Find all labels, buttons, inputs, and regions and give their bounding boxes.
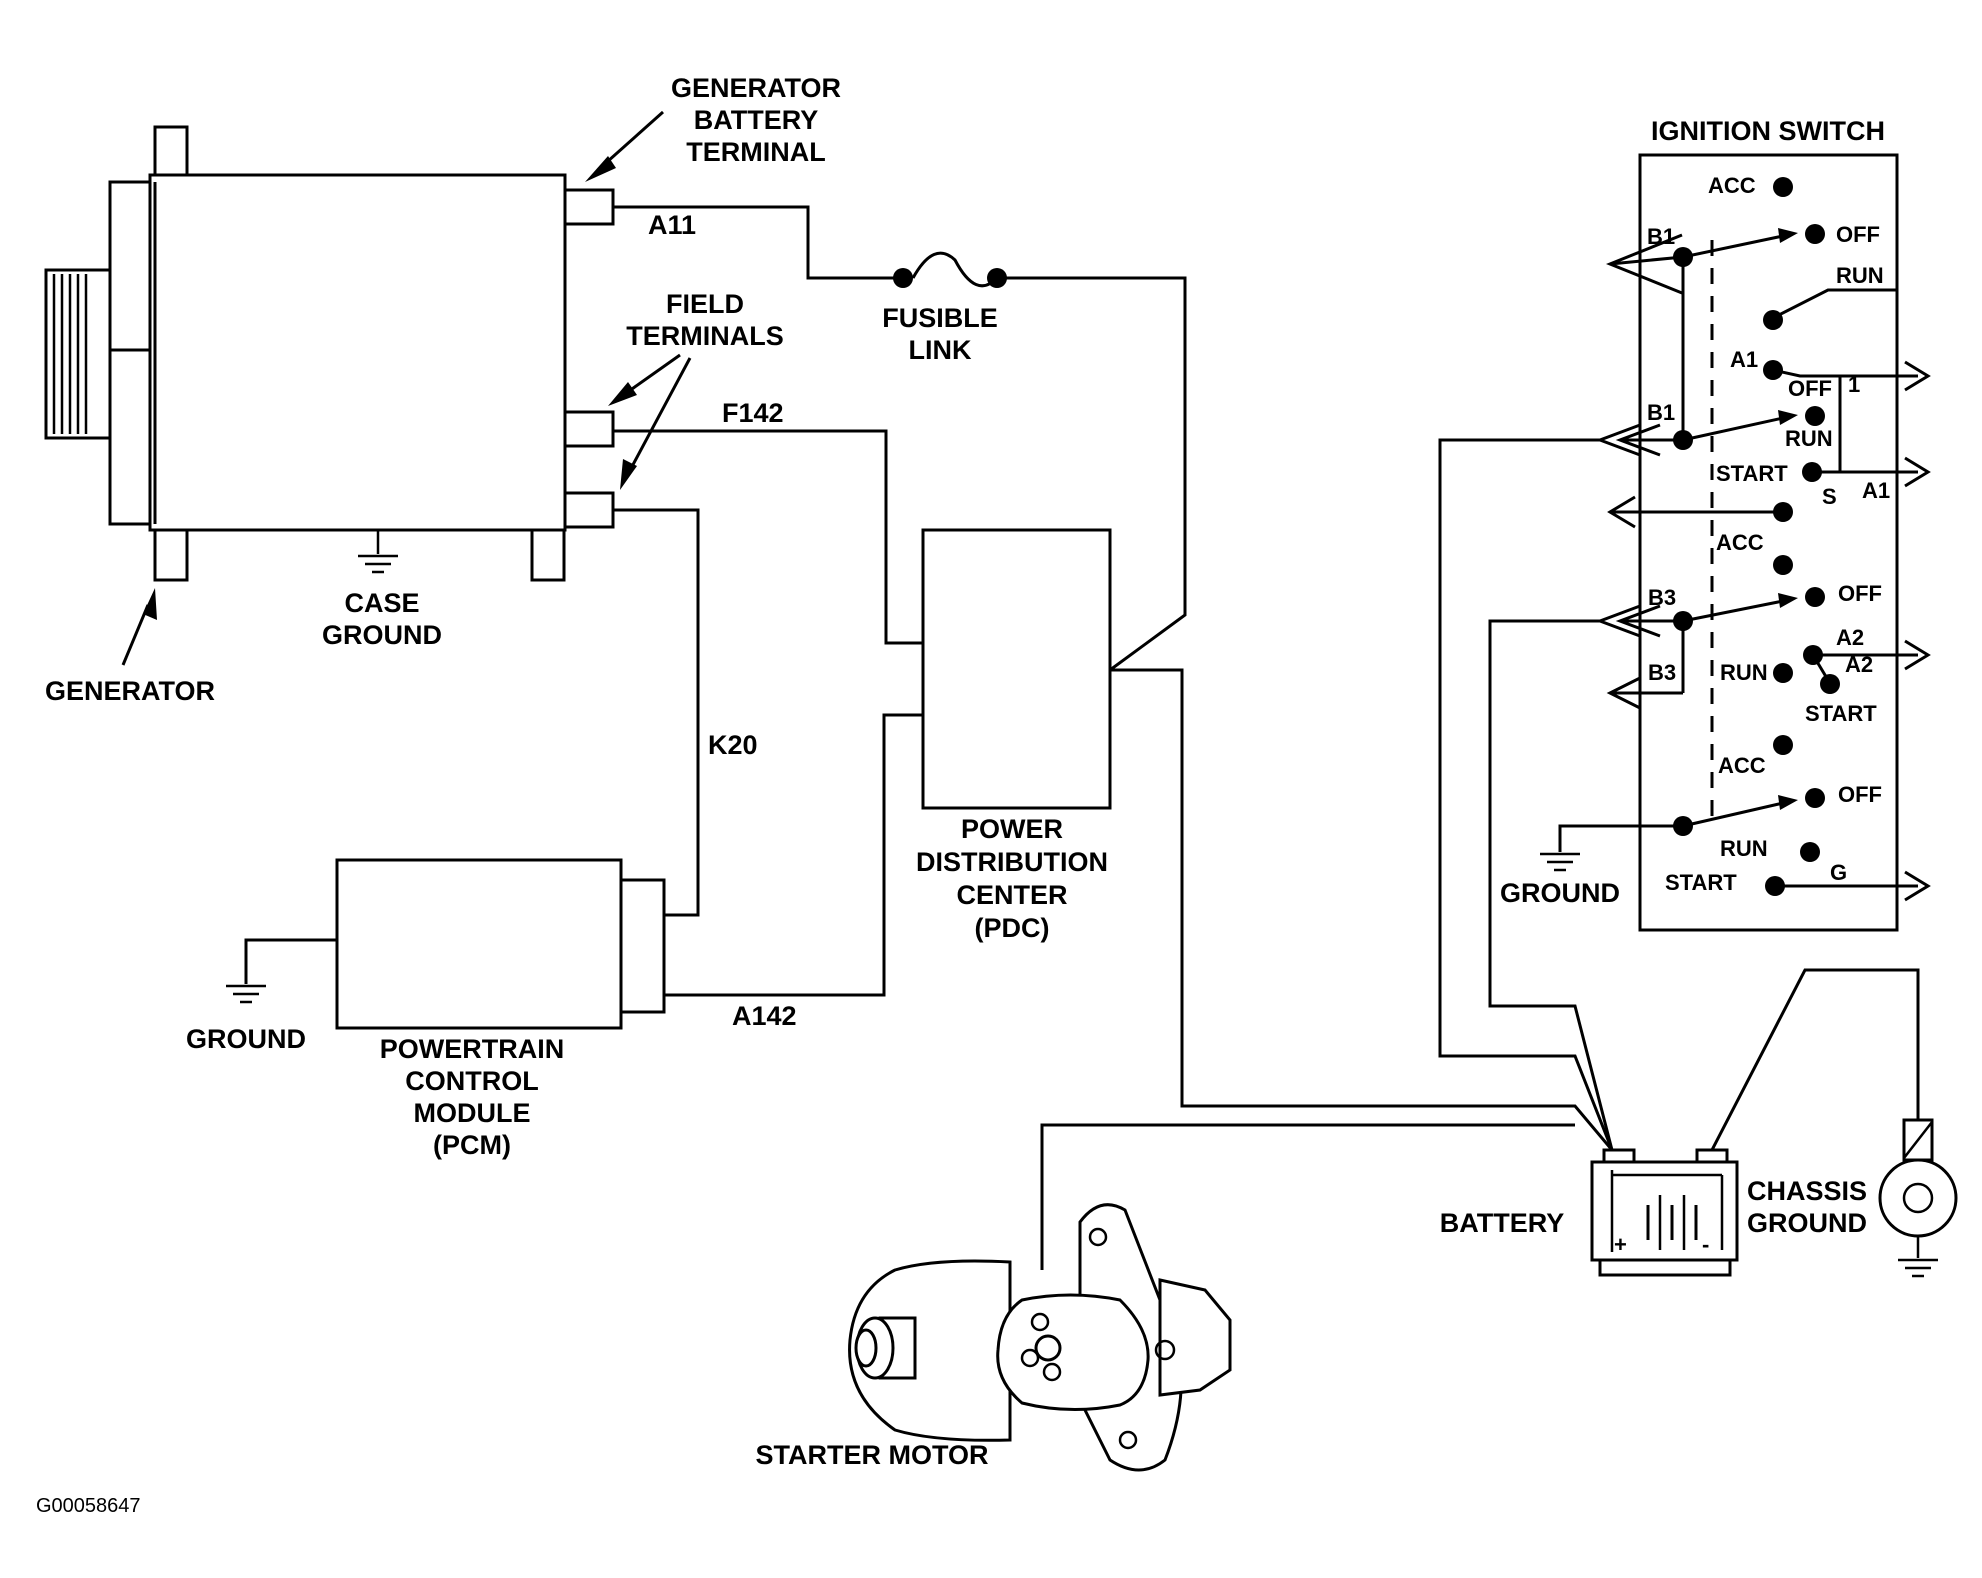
- switch-ground-label: GROUND: [1500, 878, 1620, 908]
- battery: + -: [1590, 1148, 1739, 1277]
- generator-battery-terminal: [563, 188, 615, 226]
- svg-text:1: 1: [1848, 372, 1860, 397]
- starter-motor-label: STARTER MOTOR: [756, 1440, 989, 1470]
- wire-a142-label: A142: [732, 1001, 797, 1031]
- pcm-ground-label: GROUND: [186, 1024, 306, 1054]
- wire-k20: [613, 508, 700, 917]
- svg-text:+: +: [1614, 1232, 1627, 1257]
- svg-text:TERMINALS: TERMINALS: [626, 321, 784, 351]
- field-terminal-1: [563, 410, 615, 448]
- generator-label: GENERATOR: [45, 676, 215, 706]
- svg-text:TERMINAL: TERMINAL: [686, 137, 825, 167]
- svg-text:OFF: OFF: [1838, 581, 1882, 606]
- wire-b1-to-battery: [1438, 438, 1614, 1151]
- svg-text:B3: B3: [1648, 660, 1676, 685]
- svg-text:RUN: RUN: [1836, 263, 1884, 288]
- svg-text:-: -: [1702, 1232, 1709, 1257]
- svg-text:(PCM): (PCM): [433, 1130, 511, 1160]
- field-terminals-arrows: [608, 353, 692, 490]
- svg-text:S: S: [1822, 484, 1837, 509]
- generator-front-housing: [108, 180, 157, 526]
- generator-battery-terminal-label: GENERATOR BATTERY TERMINAL: [671, 73, 841, 167]
- pcm-ground-symbol: [226, 938, 337, 1004]
- svg-text:CASE: CASE: [344, 588, 419, 618]
- image-code: G00058647: [36, 1495, 141, 1517]
- svg-text:START: START: [1665, 870, 1737, 895]
- svg-text:POWER: POWER: [961, 814, 1063, 844]
- svg-text:G: G: [1830, 860, 1847, 885]
- svg-text:FUSIBLE: FUSIBLE: [882, 303, 998, 333]
- wire-a11: [613, 205, 903, 280]
- generator-top-mount: [153, 125, 189, 179]
- svg-text:GENERATOR: GENERATOR: [671, 73, 841, 103]
- svg-text:B1: B1: [1647, 400, 1675, 425]
- svg-text:MODULE: MODULE: [414, 1098, 531, 1128]
- svg-text:ACC: ACC: [1718, 753, 1766, 778]
- fusible-link-label: FUSIBLE LINK: [882, 303, 998, 365]
- field-terminal-2: [563, 491, 615, 529]
- power-distribution-center-box: [921, 528, 1112, 810]
- svg-text:DISTRIBUTION: DISTRIBUTION: [916, 847, 1108, 877]
- svg-text:OFF: OFF: [1836, 222, 1880, 247]
- generator-pulley: [44, 268, 150, 440]
- svg-text:CHASSIS: CHASSIS: [1747, 1176, 1867, 1206]
- generator-rear-mount: [530, 528, 566, 582]
- svg-text:A1: A1: [1862, 478, 1890, 503]
- pcm-box: [335, 858, 623, 1030]
- pcm-connector: [619, 878, 666, 1014]
- wire-a142: [664, 713, 923, 997]
- svg-text:RUN: RUN: [1720, 660, 1768, 685]
- svg-text:OFF: OFF: [1788, 376, 1832, 401]
- generator-arrow: [121, 588, 157, 666]
- svg-text:OFF: OFF: [1838, 782, 1882, 807]
- svg-text:START: START: [1805, 701, 1877, 726]
- wire-pdc-to-battery: [1110, 668, 1614, 1151]
- chassis-ground-label: CHASSIS GROUND: [1747, 1176, 1867, 1238]
- svg-text:BATTERY: BATTERY: [694, 105, 819, 135]
- wire-k20-label: K20: [708, 730, 758, 760]
- svg-text:CENTER: CENTER: [956, 880, 1067, 910]
- svg-text:A2: A2: [1836, 625, 1864, 650]
- svg-text:GROUND: GROUND: [1747, 1208, 1867, 1238]
- case-ground-symbol: [358, 530, 398, 574]
- svg-text:RUN: RUN: [1785, 426, 1833, 451]
- svg-text:START: START: [1716, 461, 1788, 486]
- fusible-link: [893, 251, 1007, 288]
- svg-text:LINK: LINK: [909, 335, 972, 365]
- ignition-switch-internals: ACC B1 OFF RUN A1 OFF 1 B1 RUN START: [1540, 173, 1931, 902]
- generator-bottom-mount: [153, 528, 189, 582]
- chassis-ground-symbol: [1878, 1118, 1958, 1278]
- svg-text:B1: B1: [1647, 224, 1675, 249]
- generator-assembly: [44, 125, 615, 582]
- starter-motor: [848, 1123, 1575, 1472]
- svg-text:B3: B3: [1648, 585, 1676, 610]
- svg-text:ACC: ACC: [1708, 173, 1756, 198]
- wire-f142-label: F142: [722, 398, 784, 428]
- ignition-switch-title: IGNITION SWITCH: [1651, 116, 1885, 146]
- wire-fusible-to-pdc: [997, 276, 1187, 672]
- wire-f142: [613, 429, 923, 645]
- field-terminals-label: FIELD TERMINALS: [626, 289, 784, 351]
- case-ground-label: CASE GROUND: [322, 588, 442, 650]
- pdc-label: POWER DISTRIBUTION CENTER (PDC): [916, 814, 1108, 943]
- battery-label: BATTERY: [1440, 1208, 1565, 1238]
- pcm-label: POWERTRAIN CONTROL MODULE (PCM): [380, 1034, 565, 1160]
- wire-a11-label: A11: [648, 210, 696, 240]
- svg-text:ACC: ACC: [1716, 530, 1764, 555]
- svg-text:(PDC): (PDC): [975, 913, 1050, 943]
- svg-text:POWERTRAIN: POWERTRAIN: [380, 1034, 565, 1064]
- generator-battery-terminal-arrow: [585, 110, 664, 182]
- svg-text:GROUND: GROUND: [322, 620, 442, 650]
- svg-text:RUN: RUN: [1720, 836, 1768, 861]
- wire-chassis-ground: [1710, 968, 1920, 1151]
- svg-text:CONTROL: CONTROL: [405, 1066, 538, 1096]
- svg-text:FIELD: FIELD: [666, 289, 744, 319]
- wire-b3-to-battery: [1488, 619, 1614, 1151]
- generator-body: [148, 173, 567, 532]
- svg-text:A2: A2: [1845, 652, 1873, 677]
- svg-text:A1: A1: [1730, 347, 1758, 372]
